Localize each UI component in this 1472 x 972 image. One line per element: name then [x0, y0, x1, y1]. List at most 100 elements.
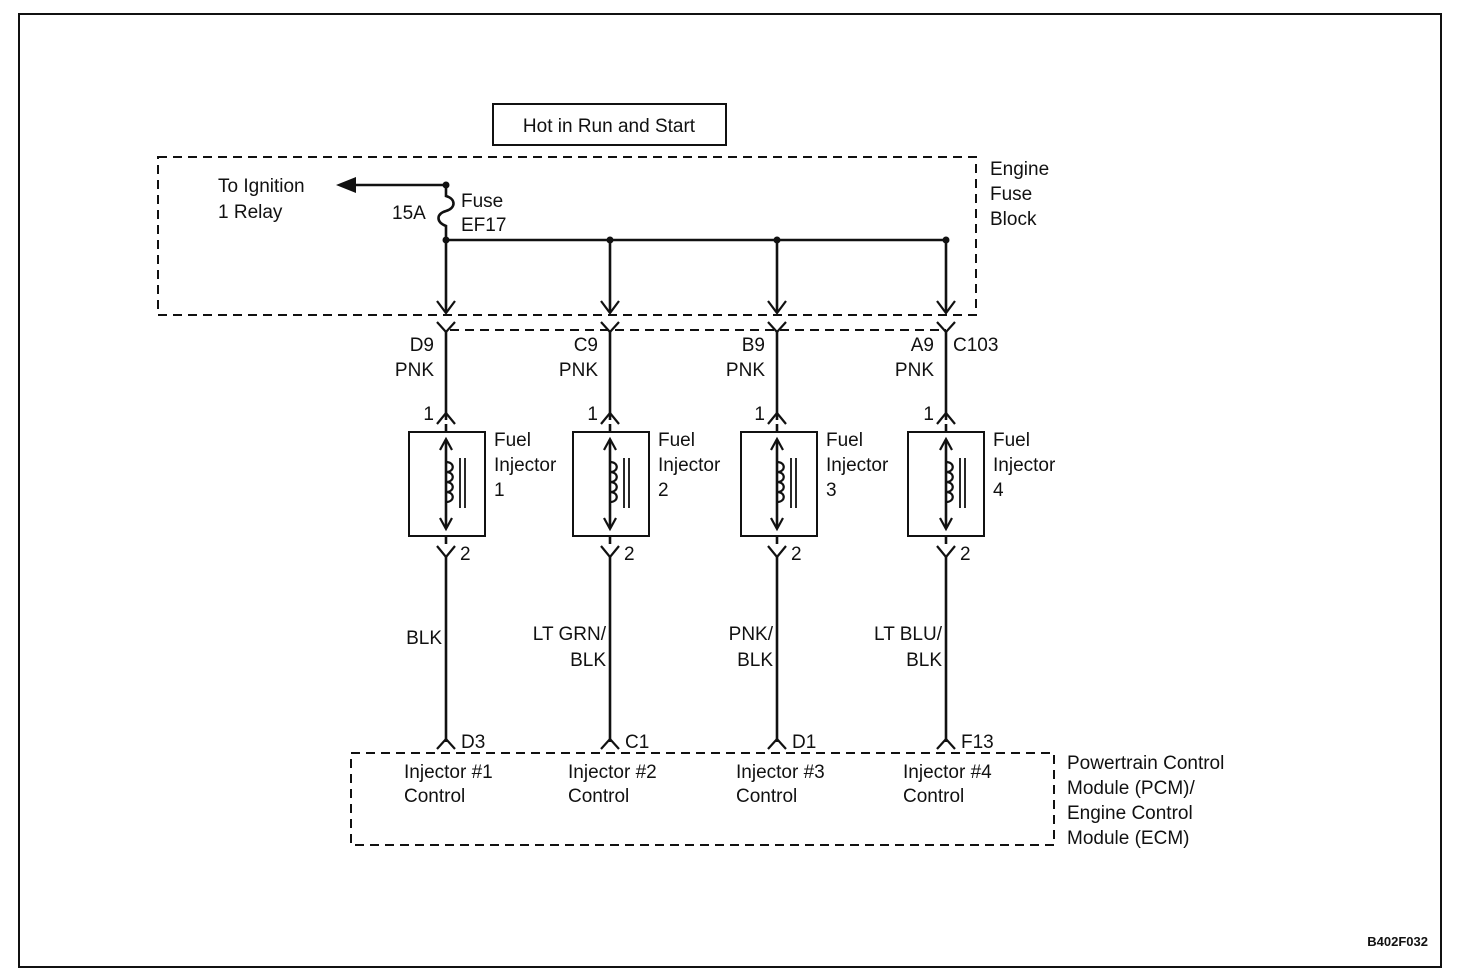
feed-wire-color: PNK	[559, 360, 598, 381]
feed-pin-label: C9	[574, 335, 598, 356]
fuse-label: EF17	[461, 215, 506, 236]
pin1-connector-icon	[767, 411, 787, 425]
pin1-label: 1	[587, 404, 598, 425]
coil-icon	[945, 460, 954, 504]
feed-wire-color: PNK	[726, 360, 765, 381]
pin1-connector-icon	[936, 411, 956, 425]
pcm-pin-connector-icon	[936, 737, 956, 750]
injector-name: Fuel	[658, 430, 695, 451]
injector-control-label: Control	[568, 786, 629, 807]
pcm-label-line: Engine Control	[1067, 803, 1193, 824]
pcm-pin-connector-icon	[600, 737, 620, 750]
pcm-pin-connector-icon	[767, 737, 787, 750]
engine-fuse-block-boundary	[157, 156, 977, 316]
injector-name: Injector	[826, 455, 889, 476]
injector-arrow-up-icon	[439, 436, 453, 451]
pcm-label-line: Module (PCM)/	[1067, 778, 1195, 799]
injector-control-label: Injector #3	[736, 762, 825, 783]
pcm-label-line: Module (ECM)	[1067, 828, 1189, 849]
injector-name: Fuel	[494, 430, 531, 451]
ignition-arrow-icon	[336, 177, 356, 193]
coil-icon	[776, 460, 785, 504]
pin2-connector-icon	[436, 545, 456, 559]
injector-name: Fuel	[993, 430, 1030, 451]
pin2-label: 2	[624, 544, 635, 565]
return-wire-color: LT GRN/	[533, 624, 607, 645]
injector-arrow-up-icon	[770, 436, 784, 451]
return-wire-color: BLK	[570, 650, 606, 671]
injector-control-label: Injector #2	[568, 762, 657, 783]
pcm-pin-connector-icon	[436, 737, 456, 750]
pin2-connector-icon	[600, 545, 620, 559]
pin2-label: 2	[791, 544, 802, 565]
pcm-label: Powertrain Control Module (PCM)/ Engine …	[1067, 753, 1224, 849]
injector-control-label: Control	[903, 786, 964, 807]
return-wire-color: LT BLU/	[874, 624, 943, 645]
pin1-label: 1	[923, 404, 934, 425]
pcm-pin-label: D3	[461, 732, 485, 753]
outer-frame	[18, 13, 1442, 968]
engine-fuse-block-label-line: Fuse	[990, 184, 1032, 205]
injector-arrow-down-icon	[770, 517, 784, 532]
ignition-relay-label: To Ignition	[218, 176, 305, 197]
fuse-label: Fuse	[461, 191, 503, 212]
return-wire-color: BLK	[906, 650, 942, 671]
feed-wire-color: PNK	[395, 360, 434, 381]
engine-fuse-block-label: Engine Fuse Block	[990, 159, 1049, 230]
header-box	[492, 103, 727, 146]
fuse-icon	[437, 185, 455, 240]
engine-fuse-block-label-line: Block	[990, 209, 1037, 230]
injector-arrow-down-icon	[603, 517, 617, 532]
pin1-label: 1	[423, 404, 434, 425]
c103-connector-icon	[936, 321, 956, 334]
figure-code: B402F032	[1367, 934, 1428, 949]
injector-arrow-down-icon	[439, 517, 453, 532]
c103-connector-label: C103	[953, 335, 998, 356]
injector-name: 3	[826, 480, 837, 501]
injector-control-label: Control	[736, 786, 797, 807]
injector-name: Fuel	[826, 430, 863, 451]
pcm-pin-label: C1	[625, 732, 649, 753]
pin2-label: 2	[960, 544, 971, 565]
pcm-pin-label: D1	[792, 732, 816, 753]
terminal-arrow-icon	[767, 300, 787, 315]
injector-control-label: Injector #4	[903, 762, 992, 783]
coil-icon	[609, 460, 618, 504]
coil-icon	[445, 460, 454, 504]
feed-wire-color: PNK	[895, 360, 934, 381]
injector-arrow-up-icon	[603, 436, 617, 451]
injector-name: Injector	[993, 455, 1056, 476]
injector-arrow-down-icon	[939, 517, 953, 532]
injector-arrow-up-icon	[939, 436, 953, 451]
pcm-boundary	[350, 752, 1055, 846]
header-label: Hot in Run and Start	[523, 116, 696, 137]
pin2-connector-icon	[936, 545, 956, 559]
injector-name: Injector	[658, 455, 721, 476]
engine-fuse-block-label-line: Engine	[990, 159, 1049, 180]
pin1-label: 1	[754, 404, 765, 425]
return-wire-color: PNK/	[729, 624, 774, 645]
pcm-label-line: Powertrain Control	[1067, 753, 1224, 774]
return-wire-color: BLK	[737, 650, 773, 671]
injector-name: Injector	[494, 455, 557, 476]
injector-name: 2	[658, 480, 669, 501]
injector-control-label: Injector #1	[404, 762, 493, 783]
pin1-connector-icon	[436, 411, 456, 425]
return-wire-color: BLK	[406, 628, 442, 649]
pin2-connector-icon	[767, 545, 787, 559]
terminal-arrow-icon	[936, 300, 956, 315]
ignition-relay-label: 1 Relay	[218, 202, 283, 223]
pin2-label: 2	[460, 544, 471, 565]
injector-body	[740, 431, 818, 537]
terminal-arrow-icon	[436, 300, 456, 315]
pcm-pin-label: F13	[961, 732, 994, 753]
fuse-rating: 15A	[392, 203, 426, 224]
feed-pin-label: D9	[410, 335, 434, 356]
pin1-connector-icon	[600, 411, 620, 425]
